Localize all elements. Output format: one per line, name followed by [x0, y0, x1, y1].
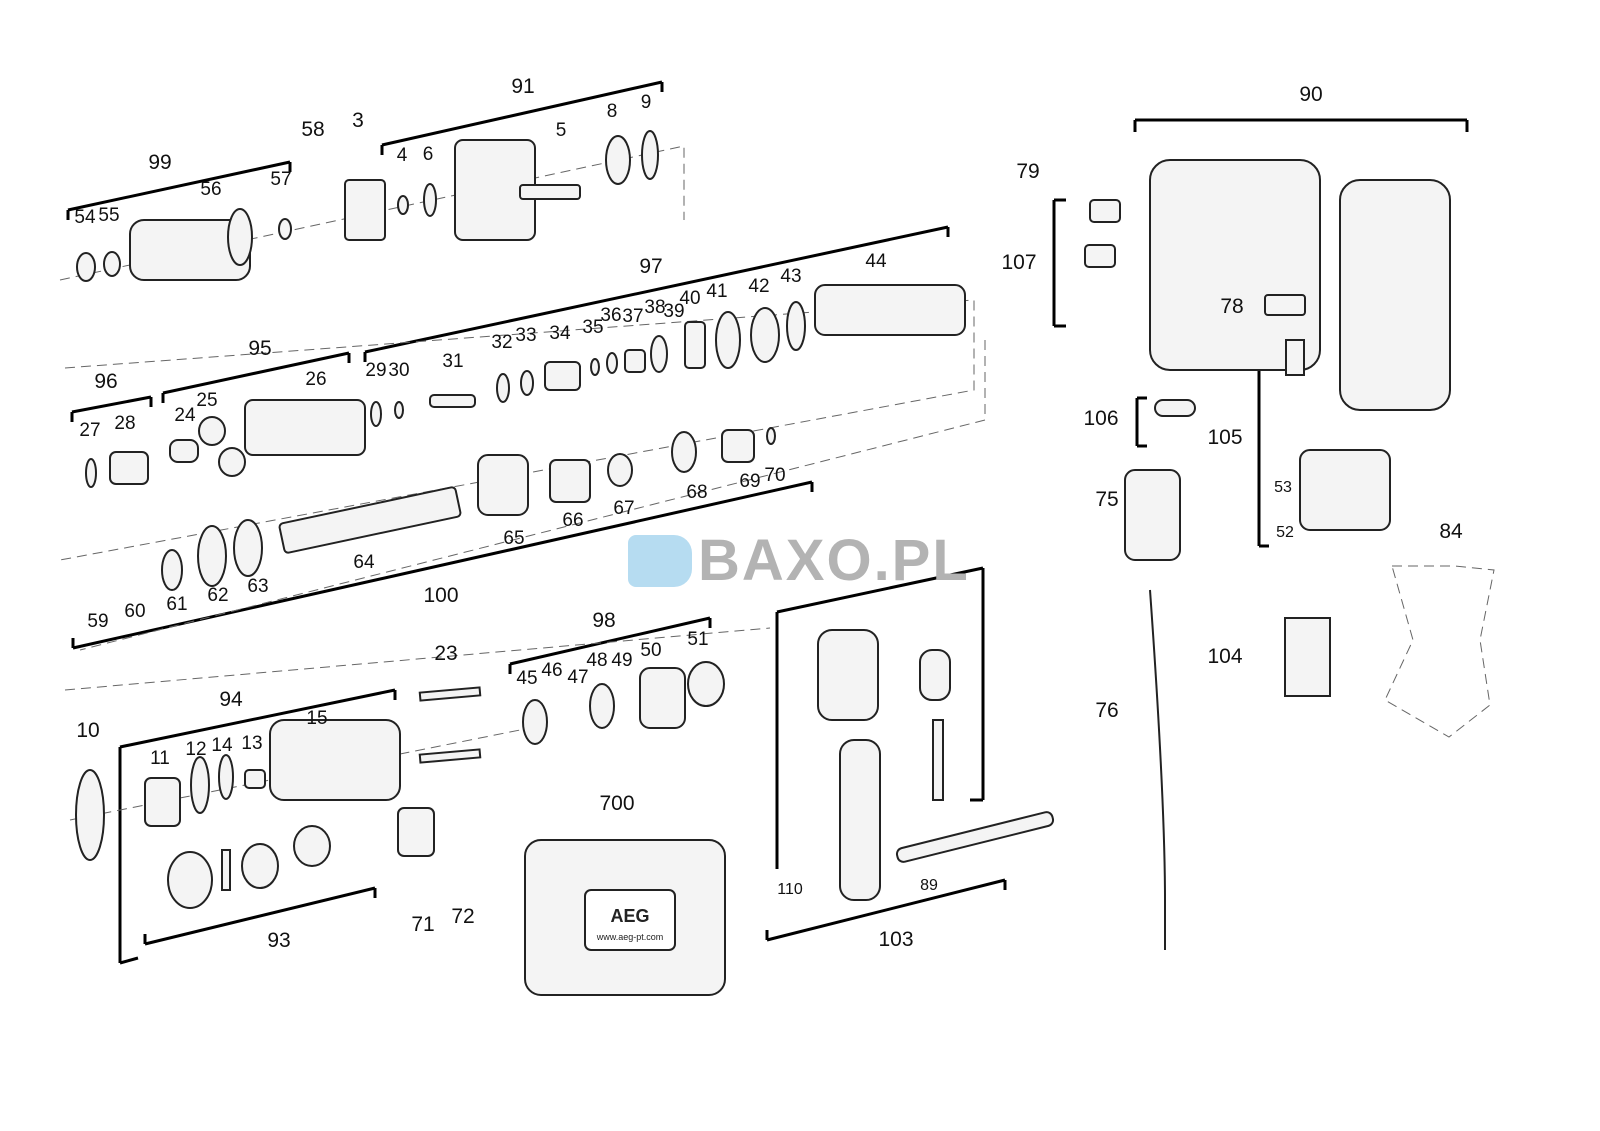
part-number-label: 43 — [780, 266, 802, 287]
part-number-label: 79 — [1016, 160, 1040, 183]
part-number-label: 99 — [148, 151, 172, 174]
part-number-label: 46 — [541, 660, 563, 681]
part-number-label: 26 — [305, 369, 327, 390]
part-number-label: 41 — [706, 281, 728, 302]
part-number-label: 28 — [114, 413, 136, 434]
part-number-label: 47 — [567, 667, 589, 688]
part-number-label: 94 — [219, 688, 243, 711]
part-number-label: 37 — [622, 306, 644, 327]
part-number-label: 58 — [301, 118, 325, 141]
part-number-label: 3 — [352, 109, 364, 132]
part-shapes — [75, 130, 1451, 996]
part-number-label: 52 — [1276, 524, 1294, 541]
part-number-label: 90 — [1299, 83, 1323, 106]
part-number-label: 49 — [611, 650, 633, 671]
baxo-logo-icon — [628, 534, 692, 587]
part-number-label: 91 — [511, 75, 535, 98]
part-number-label: 97 — [639, 255, 663, 278]
part-number-label: 39 — [663, 301, 685, 322]
part-number-label: 60 — [124, 601, 146, 622]
part-number-label: 35 — [582, 317, 604, 338]
part-number-label: 64 — [353, 552, 375, 573]
part-number-label: 33 — [515, 325, 537, 346]
case-url-text: www.aeg-pt.com — [596, 932, 664, 942]
part-number-label: 100 — [423, 584, 459, 607]
part-number-label: 107 — [1001, 251, 1037, 274]
watermark-text: BAXO.PL — [698, 528, 970, 593]
part-number-label: 89 — [920, 877, 938, 894]
part-number-label: 57 — [270, 169, 292, 190]
part-number-label: 103 — [878, 928, 914, 951]
part-number-label: 32 — [491, 332, 513, 353]
part-number-label: 30 — [388, 360, 410, 381]
part-number-label: 24 — [174, 405, 196, 426]
part-number-label: 11 — [150, 748, 170, 769]
part-number-label: 6 — [422, 144, 434, 165]
part-number-label: 95 — [248, 337, 272, 360]
part-number-label: 12 — [185, 739, 207, 760]
part-number-label: 42 — [748, 276, 770, 297]
part-number-label: 10 — [76, 719, 100, 742]
part-number-label: 93 — [267, 929, 291, 952]
part-number-label: 63 — [247, 576, 269, 597]
part-number-label: 62 — [207, 585, 229, 606]
part-number-label: 34 — [549, 323, 571, 344]
case-brand-logo: AEG — [610, 906, 649, 926]
part-number-label: 36 — [600, 305, 622, 326]
part-number-label: 38 — [644, 297, 666, 318]
part-number-label: 25 — [196, 390, 218, 411]
part-number-label: 67 — [613, 498, 635, 519]
part-number-label: 106 — [1083, 407, 1119, 430]
part-number-label: 5 — [555, 120, 567, 141]
part-number-label: 71 — [411, 913, 435, 936]
part-number-label: 96 — [94, 370, 118, 393]
part-number-label: 45 — [516, 668, 538, 689]
part-number-label: 69 — [739, 471, 761, 492]
part-number-label: 75 — [1095, 488, 1119, 511]
group-brackets — [66, 80, 1469, 965]
part-number-label: 13 — [241, 733, 263, 754]
part-number-label: 55 — [98, 205, 120, 226]
part-number-label: 23 — [434, 642, 458, 665]
part-number-label: 72 — [451, 905, 475, 928]
part-number-label: 56 — [200, 179, 222, 200]
part-number-label: 48 — [586, 650, 608, 671]
part-number-label: 110 — [777, 881, 803, 898]
part-number-label: 68 — [686, 482, 708, 503]
part-number-label: 15 — [306, 708, 328, 729]
part-number-label: 51 — [687, 629, 709, 650]
part-number-label: 104 — [1207, 645, 1243, 668]
part-number-label: 84 — [1439, 520, 1463, 543]
part-number-label: 76 — [1095, 699, 1119, 722]
part-number-label: 8 — [606, 101, 618, 122]
case-labels: AEG www.aeg-pt.com — [596, 906, 664, 942]
part-number-label: 40 — [679, 288, 701, 309]
part-number-label: 70 — [764, 465, 786, 486]
part-number-label: 31 — [442, 351, 464, 372]
baxo-watermark: BAXO.PL — [628, 527, 970, 594]
part-number-label: 105 — [1207, 426, 1243, 449]
part-number-label: 59 — [87, 611, 109, 632]
part-number-label: 54 — [74, 207, 96, 228]
part-number-label: 29 — [365, 360, 387, 381]
part-number-label: 53 — [1274, 479, 1292, 496]
part-number-label: 700 — [599, 792, 635, 815]
part-number-label: 50 — [640, 640, 662, 661]
part-number-label: 98 — [592, 609, 616, 632]
part-number-label: 78 — [1220, 295, 1244, 318]
part-number-label: 14 — [211, 735, 233, 756]
part-number-label: 65 — [503, 528, 525, 549]
part-number-label: 66 — [562, 510, 584, 531]
part-number-label: 4 — [396, 145, 408, 166]
part-number-label: 61 — [166, 594, 188, 615]
part-number-label: 27 — [79, 420, 101, 441]
part-number-label: 9 — [640, 92, 652, 113]
part-number-label: 44 — [865, 251, 887, 272]
